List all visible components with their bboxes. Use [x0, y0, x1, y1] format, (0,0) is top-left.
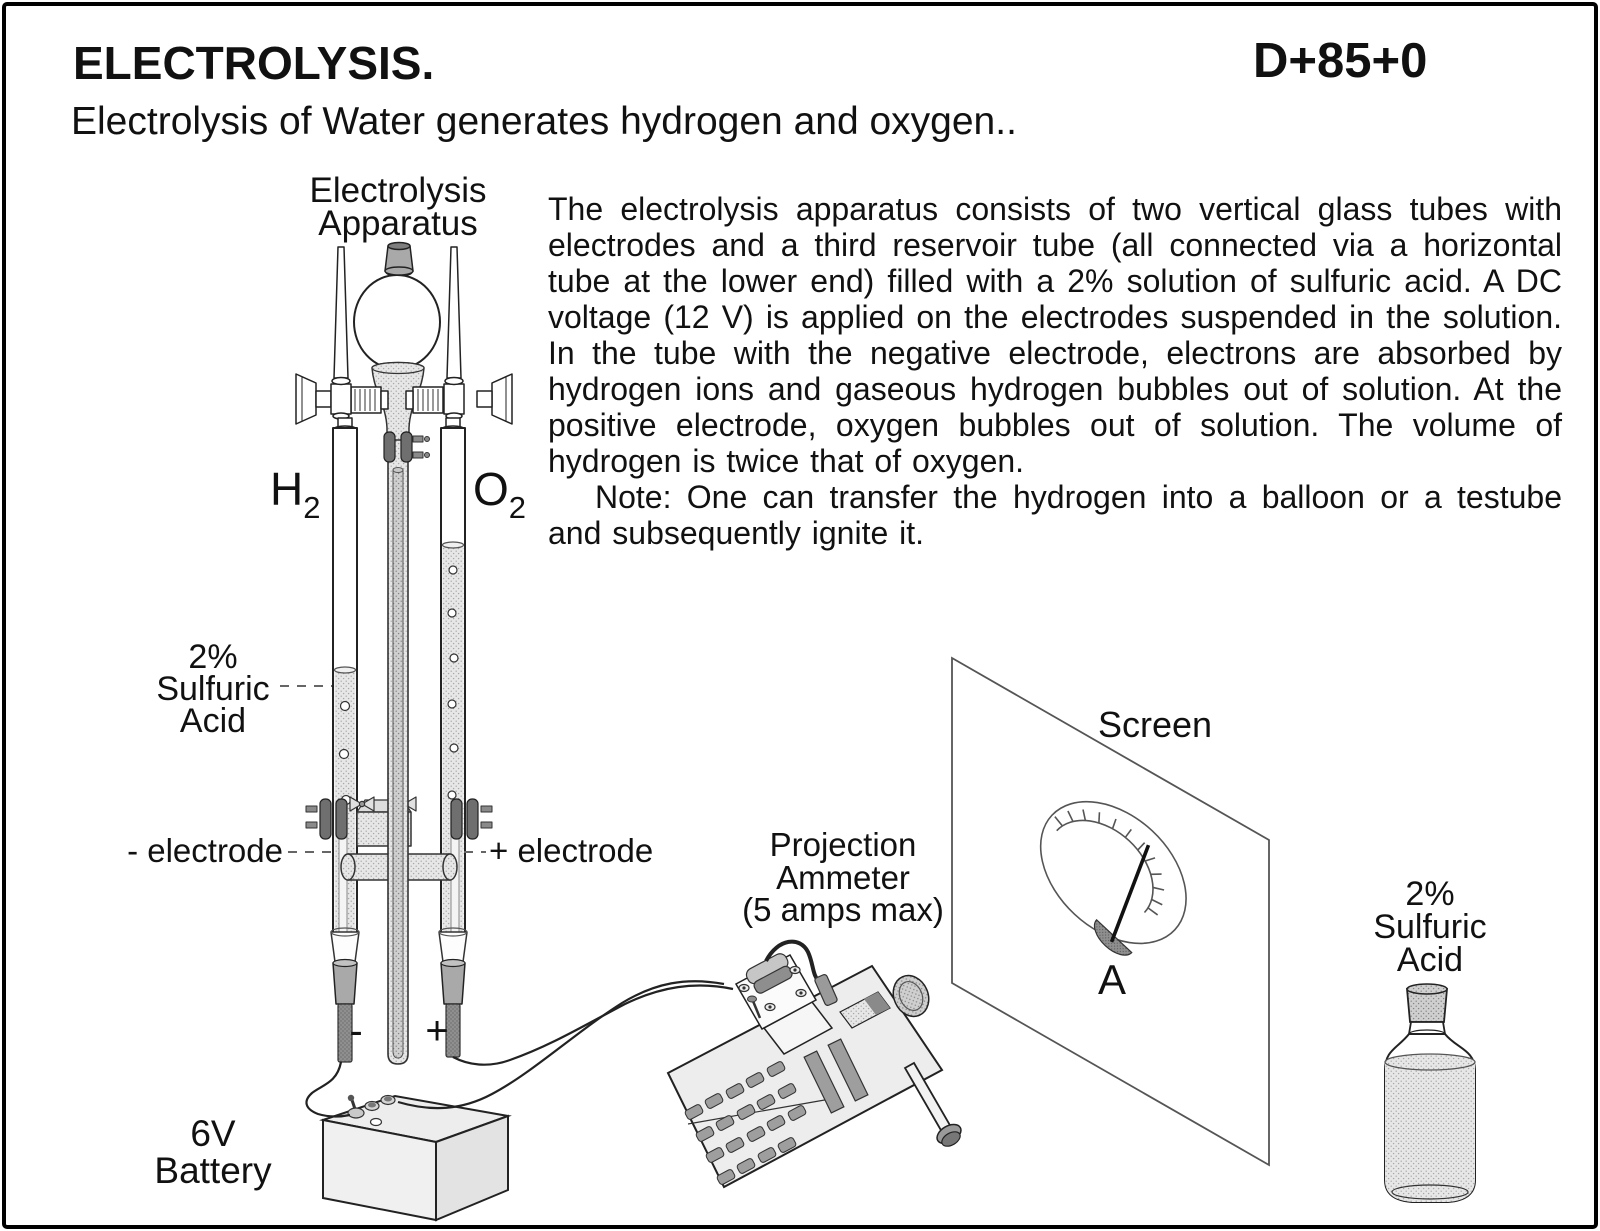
- battery-terminals: [347, 1094, 396, 1127]
- bolt-icon: [747, 995, 762, 1019]
- flask-stopper-icon: [384, 241, 414, 276]
- o2-bubbles: [447, 565, 459, 800]
- connecting-tube: [340, 853, 458, 881]
- ammeter-label-line2: Ammeter: [776, 859, 910, 896]
- reservoir-bulb: [353, 274, 441, 370]
- catalog-code: D+85+0: [1253, 34, 1428, 88]
- ammeter-label-line1: Projection: [770, 826, 917, 863]
- vent-window: [839, 991, 891, 1029]
- vent-bar: [803, 1050, 845, 1114]
- screen-label: Screen: [1098, 704, 1212, 745]
- oxygen-label: O2: [473, 463, 526, 525]
- hydrogen-label: H2: [270, 463, 320, 525]
- positive-terminal-sign: +: [425, 1009, 448, 1053]
- acid-left-label-line3: Acid: [180, 702, 246, 740]
- ampere-unit-label: A: [1098, 956, 1126, 1003]
- circuit-wires: [305, 980, 734, 1118]
- negative-terminal-pin: [337, 1003, 353, 1063]
- electrode-holders: [332, 958, 466, 1005]
- plug-icon: [814, 974, 838, 1006]
- ammeter-label-line3: (5 amps max): [742, 891, 944, 928]
- acid-right-label-line3: Acid: [1397, 941, 1463, 979]
- battery-label-line2: Battery: [154, 1150, 272, 1191]
- acid-left-label-line1: 2%: [188, 638, 237, 676]
- meter-plug-wire: [764, 939, 822, 984]
- meter-module: [734, 939, 838, 1055]
- battery-label-line1: 6V: [190, 1113, 236, 1154]
- bottle-liquid: [1385, 1062, 1475, 1202]
- o2-tube: [440, 427, 466, 934]
- apparatus-label-line2: Apparatus: [318, 204, 478, 243]
- reservoir-tube: [387, 439, 409, 1065]
- dial-needle: [1109, 844, 1151, 943]
- diagram-labels: Electrolysis Apparatus H2 O2 2% Sulfuric…: [127, 171, 1487, 1191]
- electrolysis-apparatus: [295, 241, 513, 1065]
- apparatus-label-line1: Electrolysis: [310, 171, 487, 210]
- projection-ammeter: [666, 939, 962, 1189]
- description-block: The electrolysis apparatus consists of t…: [548, 191, 1562, 551]
- vent-slot-grid: [684, 1061, 807, 1185]
- support-leg: [903, 1061, 962, 1147]
- acid-bottle: [1384, 983, 1476, 1203]
- projection-screen: Screen A: [951, 656, 1270, 1167]
- clamp-screws: [305, 805, 493, 829]
- tube-bottoms: [330, 927, 468, 1063]
- acid-right-label-line2: Sulfuric: [1373, 908, 1486, 946]
- lens-icon: [892, 974, 930, 1018]
- negative-terminal-sign: -: [349, 1009, 362, 1053]
- binding-posts: [738, 965, 807, 1012]
- dial-tick-marks: [1054, 809, 1165, 916]
- dial-scale-arc: [1056, 819, 1154, 914]
- acid-right-label-line1: 2%: [1405, 875, 1454, 913]
- clamp-pads: [319, 798, 479, 840]
- battery-to-meter-wire: [397, 980, 725, 1110]
- h2-jet-tip: [333, 246, 349, 379]
- h2-bubbles: [338, 700, 352, 806]
- projected-meter-dial: [1039, 800, 1187, 956]
- negative-wire: [305, 1061, 351, 1118]
- upper-clamp: [383, 431, 430, 463]
- meter-body-icon: [745, 953, 793, 994]
- negative-electrode-label: - electrode: [127, 832, 283, 869]
- description-note: Note: One can transfer the hydrogen into…: [548, 479, 1562, 551]
- description-body: The electrolysis apparatus consists of t…: [548, 191, 1562, 479]
- page-subtitle: Electrolysis of Water generates hydrogen…: [71, 100, 1017, 143]
- battery: [319, 1094, 512, 1222]
- page-title: ELECTROLYSIS.: [73, 37, 435, 89]
- h2-stopcock: [295, 373, 389, 433]
- positive-electrode-label: + electrode: [489, 832, 653, 869]
- o2-jet-tip: [446, 246, 462, 379]
- acid-left-label-line2: Sulfuric: [156, 670, 269, 708]
- positive-wire: [452, 984, 734, 1066]
- vent-bar: [827, 1038, 869, 1102]
